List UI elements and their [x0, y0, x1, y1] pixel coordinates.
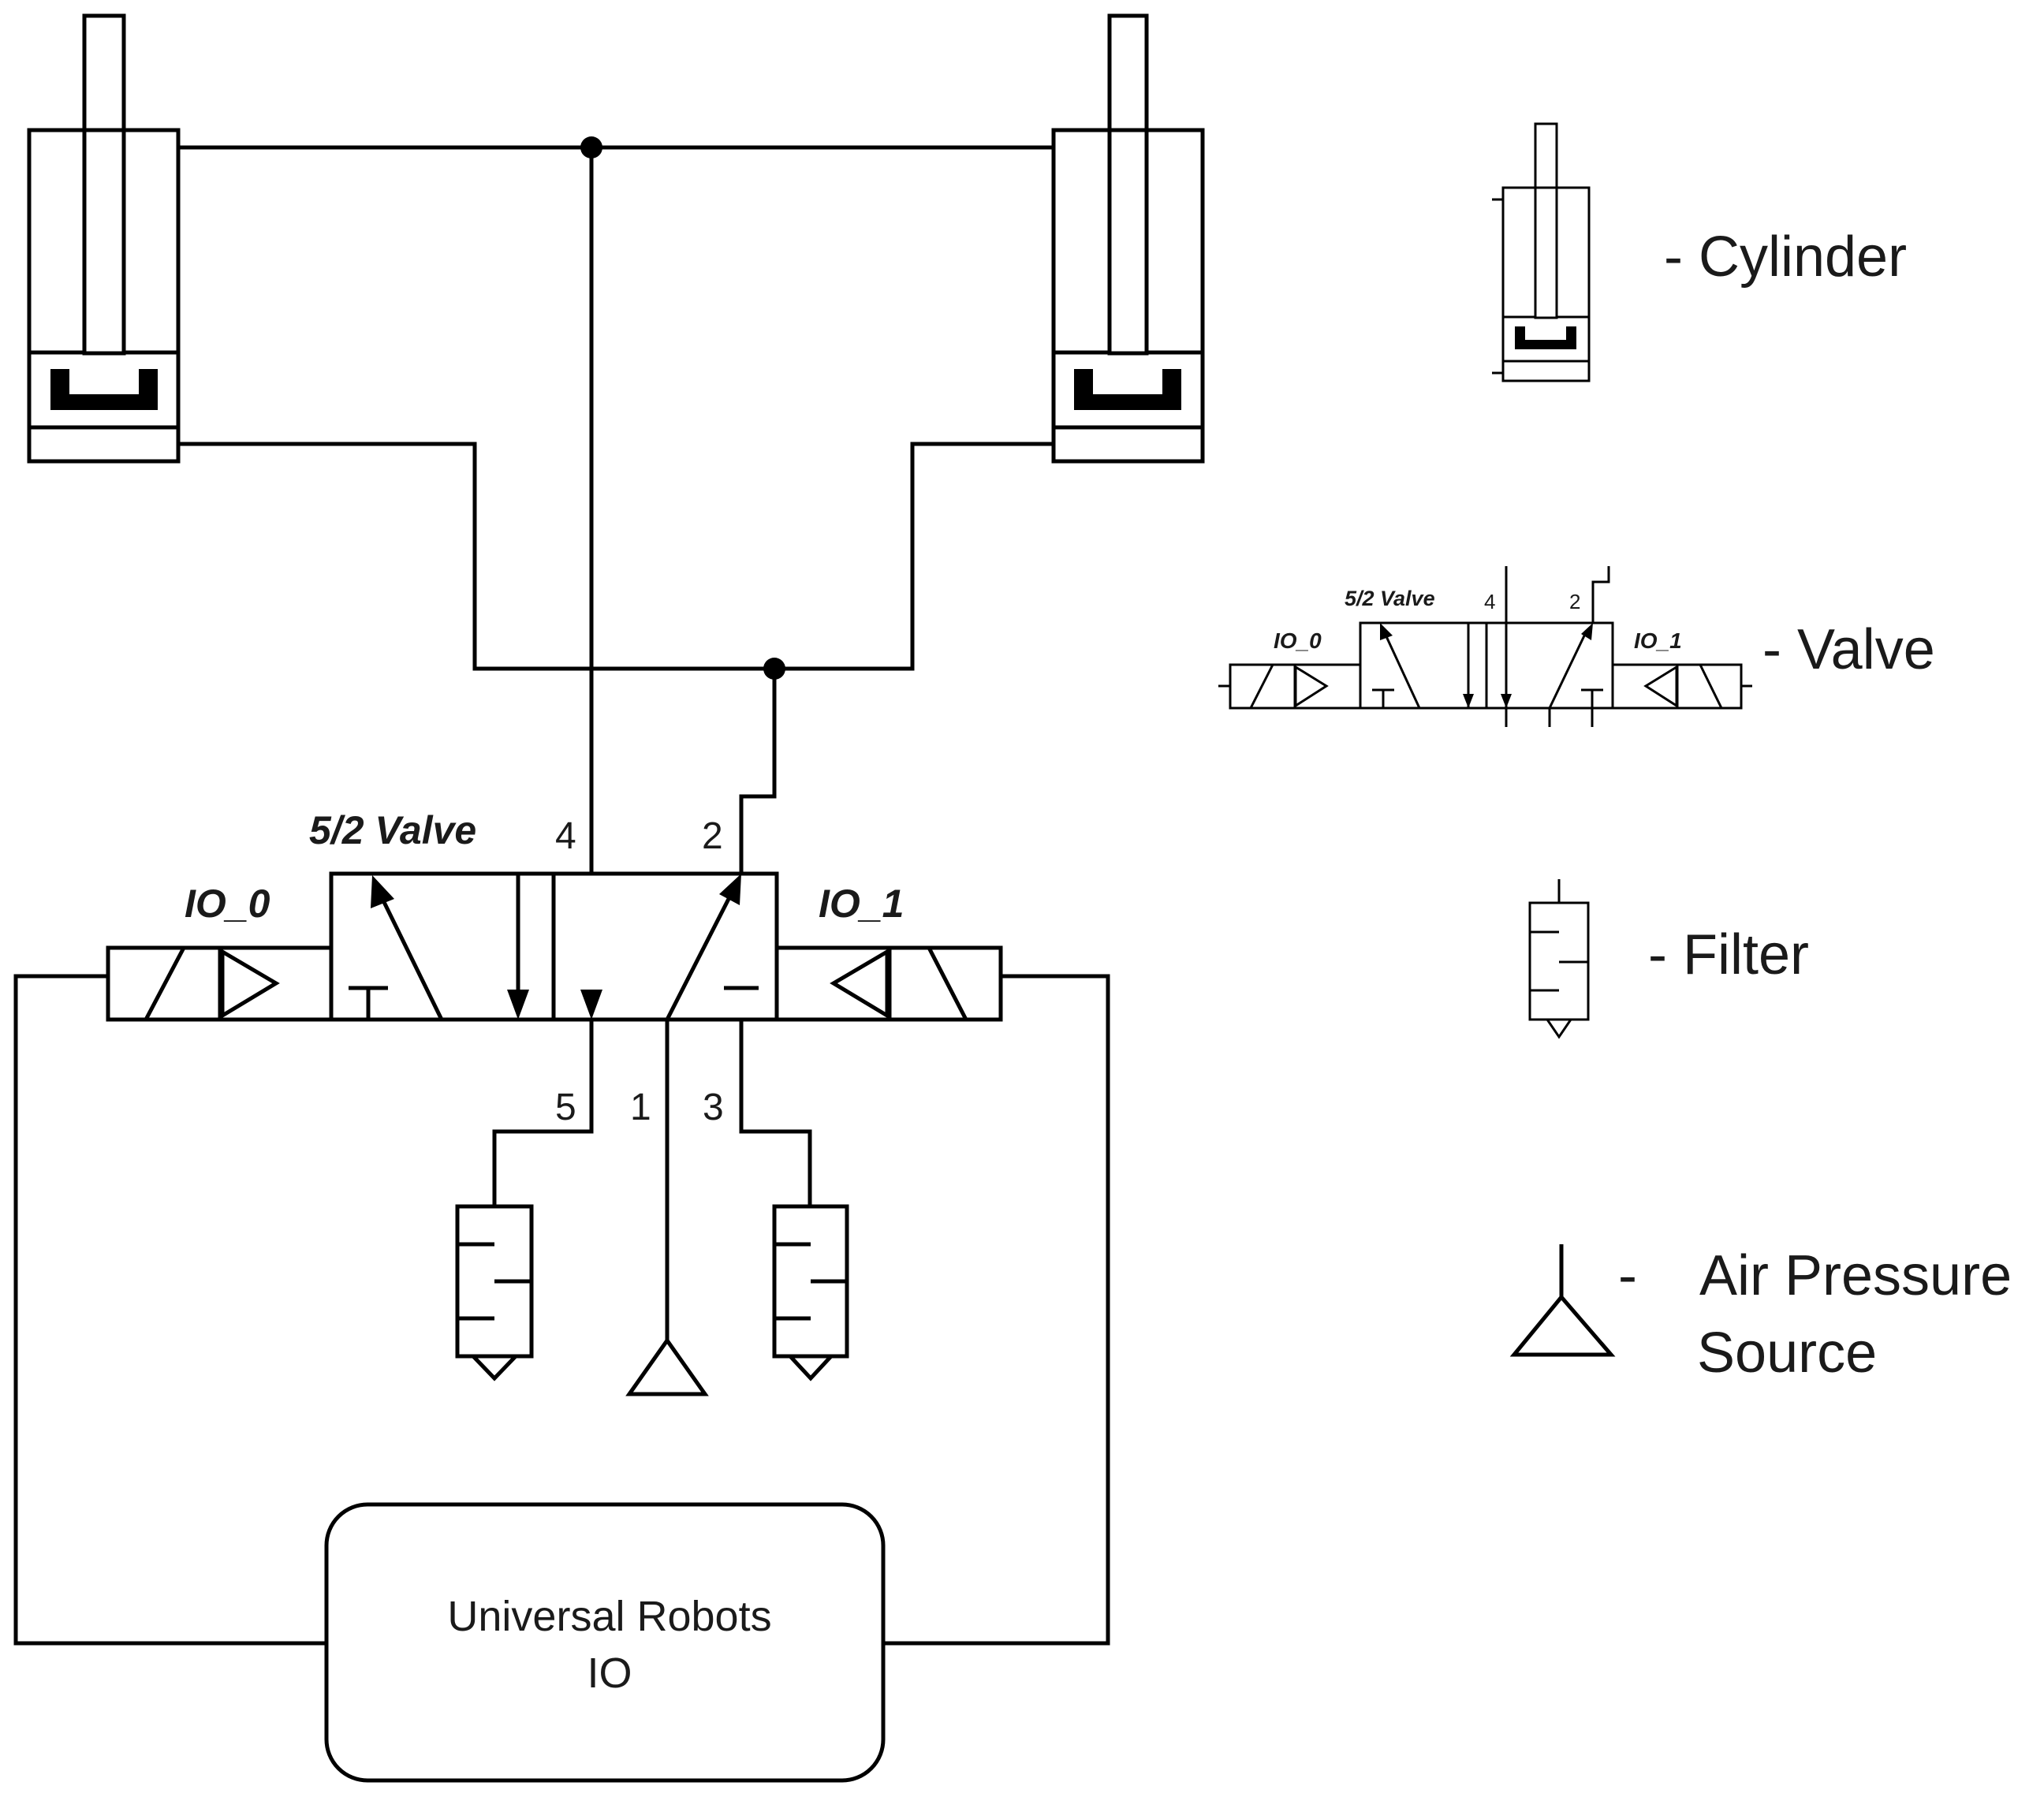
legend-air-label-line2: Source	[1697, 1322, 1877, 1385]
ur-io-controller	[324, 1502, 886, 1783]
pneumatic-lines	[13, 145, 1110, 1646]
legend-valve-icon-io-right: IO_1	[1634, 628, 1682, 653]
legend-cylinder-icon	[1492, 122, 1591, 382]
solenoid-right-label: IO_1	[819, 882, 904, 926]
port-4-label: 4	[555, 815, 576, 857]
ur-io-line1: Universal Robots	[447, 1593, 771, 1640]
junction-dot	[763, 658, 785, 680]
legend-valve-icon	[1218, 566, 1752, 727]
valve-5-2	[106, 871, 1003, 1022]
legend-cylinder-label: - Cylinder	[1664, 226, 1907, 289]
legend-air-dash: -	[1618, 1244, 1637, 1307]
legend-valve-label: - Valve	[1762, 618, 1935, 681]
port-5-label: 5	[555, 1087, 576, 1128]
port-3-label: 3	[703, 1087, 724, 1128]
filter-right	[772, 1204, 849, 1381]
legend-filter-label: - Filter	[1648, 923, 1809, 986]
valve-label: 5/2 Valve	[309, 808, 476, 852]
port-1-label: 1	[630, 1087, 651, 1128]
right-cylinder	[1051, 13, 1205, 464]
legend-valve-icon-io-left: IO_0	[1274, 628, 1322, 653]
left-cylinder	[27, 13, 181, 464]
air-pressure-source	[625, 1337, 709, 1396]
filter-left	[455, 1204, 534, 1381]
legend-air-label-line1: Air Pressure	[1699, 1244, 2012, 1307]
solenoid-left-label: IO_0	[185, 882, 270, 926]
legend-valve-icon-port2: 2	[1569, 590, 1580, 613]
ur-io-line2: IO	[587, 1650, 632, 1697]
legend-valve-icon-port4: 4	[1484, 590, 1495, 613]
port-2-label: 2	[702, 815, 723, 857]
junction-dot	[580, 136, 602, 158]
legend-air-source-icon	[1509, 1244, 1616, 1357]
legend-valve-icon-label: 5/2 Valve	[1345, 587, 1435, 610]
legend-filter-icon	[1528, 879, 1590, 1039]
